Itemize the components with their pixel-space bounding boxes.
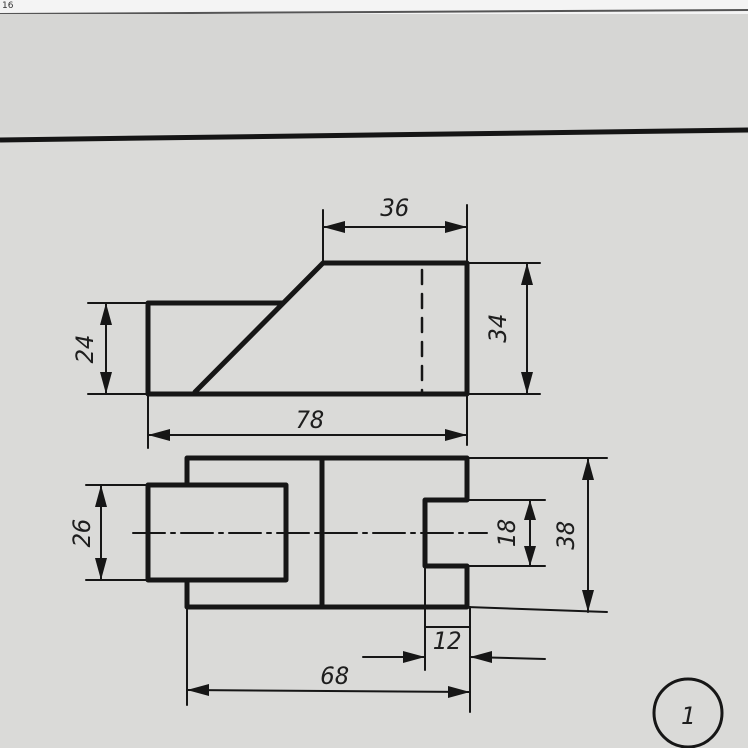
ext-38-bottom [466, 606, 608, 613]
arrow-78-right [445, 429, 467, 441]
arrow-36-right [445, 221, 467, 233]
arrow-12-right [470, 651, 492, 663]
arrow-18-bottom [524, 546, 536, 566]
dim-label-38: 38 [552, 521, 580, 551]
arrow-68-left [187, 684, 209, 696]
dim-label-78: 78 [296, 406, 325, 434]
corner-label: 16 [2, 1, 14, 11]
dim-label-24: 24 [71, 335, 99, 364]
arrow-26-top [95, 485, 107, 507]
dim-label-12: 12 [433, 627, 462, 655]
problem-number-circle [652, 677, 724, 748]
dim-label-68: 68 [321, 662, 350, 690]
dim-line-68 [186, 689, 471, 693]
dim-label-36: 36 [380, 194, 410, 222]
arrow-38-bottom [582, 590, 594, 612]
dim-label-26: 26 [68, 519, 96, 548]
arrow-24-top [100, 303, 112, 325]
front-view-arrowheads [100, 221, 533, 441]
screen-top-edge [0, 9, 748, 15]
arrow-18-top [524, 500, 536, 520]
dim-label-18: 18 [493, 519, 521, 548]
top-view-arrowheads [95, 458, 594, 698]
arrow-68-right [448, 686, 470, 698]
arrow-38-top [582, 458, 594, 480]
arrow-34-top [521, 263, 533, 285]
arrow-34-bottom [521, 372, 533, 394]
header-band [0, 14, 748, 134]
arrow-36-left [323, 221, 345, 233]
arrow-24-bottom [100, 372, 112, 394]
problem-number: 1 [681, 702, 695, 730]
front-view-outline [145, 260, 470, 397]
page-top-border [0, 127, 748, 143]
arrow-78-left [148, 429, 170, 441]
dim-label-34: 34 [484, 314, 512, 344]
front-view [87, 204, 541, 449]
arrow-26-bottom [95, 558, 107, 580]
arrow-12-left [403, 651, 425, 663]
